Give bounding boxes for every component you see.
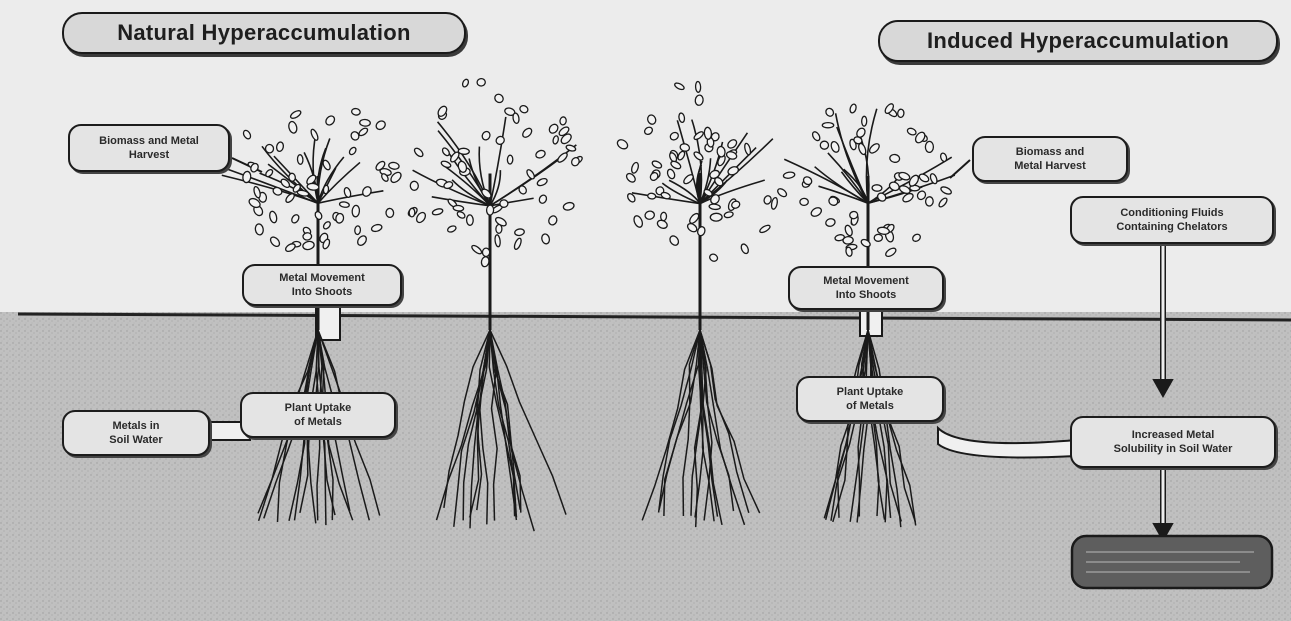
label-plant-uptake-left: Plant Uptake of Metals <box>240 392 396 438</box>
label-biomass-harvest-right: Biomass and Metal Harvest <box>972 136 1128 182</box>
label-metal-movement-left: Metal Movement Into Shoots <box>242 264 402 306</box>
label-metals-in-soil-water: Metals in Soil Water <box>62 410 210 456</box>
label-increased-metal-solubility: Increased Metal Solubility in Soil Water <box>1070 416 1276 468</box>
title-induced-hyperaccumulation: Induced Hyperaccumulation <box>878 20 1278 62</box>
label-conditioning-fluids: Conditioning Fluids Containing Chelators <box>1070 196 1274 244</box>
label-metal-movement-right: Metal Movement Into Shoots <box>788 266 944 310</box>
label-biomass-harvest-left: Biomass and Metal Harvest <box>68 124 230 172</box>
label-plant-uptake-right: Plant Uptake of Metals <box>796 376 944 422</box>
title-natural-hyperaccumulation: Natural Hyperaccumulation <box>62 12 466 54</box>
